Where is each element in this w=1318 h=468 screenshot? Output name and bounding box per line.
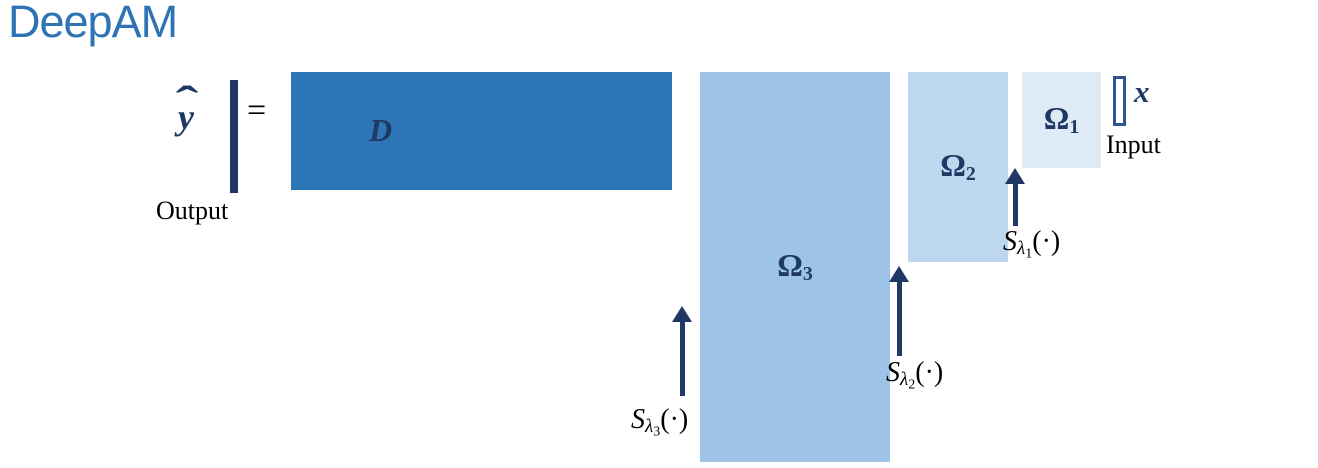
output-caption: Output <box>156 196 229 225</box>
y-symbol: y <box>178 97 194 137</box>
matrix-omega-3: Ω3 <box>700 72 890 462</box>
omega-1-base: Ω <box>1043 100 1070 137</box>
matrix-omega-3-label: Ω3 <box>777 247 813 286</box>
omega-1-subscript: 1 <box>1069 116 1080 139</box>
operator-argument: (·) <box>660 404 689 435</box>
lambda-symbol: λ <box>1017 238 1026 260</box>
output-vector-bar <box>230 80 238 193</box>
matrix-omega-2: Ω2 <box>908 72 1008 262</box>
arrow-shaft <box>896 282 902 356</box>
input-vector-bar <box>1113 76 1126 126</box>
s-symbol: S <box>886 357 900 388</box>
figure-title: DeepAM <box>8 0 178 47</box>
omega-3-subscript: 3 <box>802 263 813 286</box>
matrix-omega-1: Ω1 <box>1022 72 1101 168</box>
lambda-symbol: λ <box>900 369 909 391</box>
omega-2-subscript: 2 <box>965 163 976 186</box>
equals-sign: = <box>247 92 267 129</box>
arrow-shaft <box>1012 184 1018 226</box>
matrix-d-label: D <box>369 112 393 148</box>
lambda-index: 1 <box>1025 246 1033 262</box>
omega-2-base: Ω <box>940 147 966 184</box>
operator-s-lambda-3: Sλ3(·) <box>631 404 688 441</box>
matrix-d: D <box>291 72 672 190</box>
operator-s-lambda-1: Sλ1(·) <box>1003 226 1060 263</box>
lambda-symbol: λ <box>645 416 654 438</box>
matrix-omega-1-label: Ω1 <box>1044 100 1080 139</box>
arrowhead-up-icon <box>889 266 909 282</box>
input-vector-symbol: x <box>1134 74 1150 109</box>
input-caption: Input <box>1106 130 1161 159</box>
s-symbol: S <box>631 404 645 435</box>
operator-argument: (·) <box>915 357 944 388</box>
operator-argument: (·) <box>1032 226 1061 257</box>
omega-3-base: Ω <box>777 247 803 284</box>
arrow-s-lambda-3 <box>672 306 692 396</box>
lambda-index: 2 <box>908 377 916 393</box>
s-symbol: S <box>1003 226 1017 257</box>
arrowhead-up-icon <box>672 306 692 322</box>
operator-s-lambda-2: Sλ2(·) <box>886 357 943 394</box>
output-vector-symbol: ˆ y <box>176 78 199 138</box>
lambda-index: 3 <box>653 424 661 440</box>
matrix-omega-2-label: Ω2 <box>940 147 976 186</box>
arrow-s-lambda-1 <box>1005 168 1025 226</box>
arrow-s-lambda-2 <box>889 266 909 356</box>
arrowhead-up-icon <box>1005 168 1025 184</box>
arrow-shaft <box>679 322 685 396</box>
hat-accent: ˆ <box>175 78 199 126</box>
